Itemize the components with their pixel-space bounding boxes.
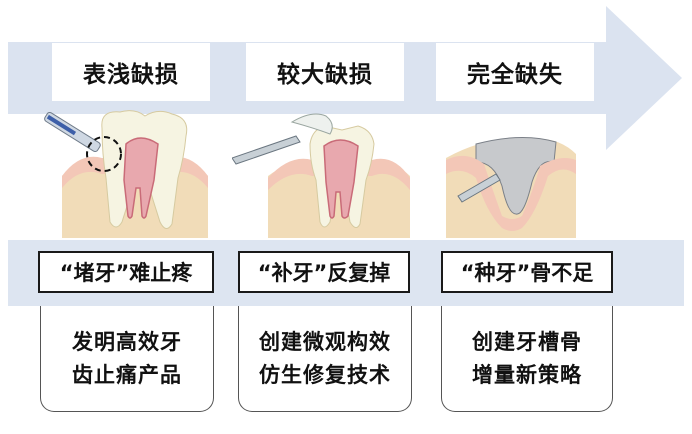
solution-1-line-2: 齿止痛产品 — [72, 362, 182, 387]
tooth-shallow-defect-illustration — [44, 110, 208, 238]
solution-box-1: 发明高效牙 齿止痛产品 — [40, 306, 214, 412]
stage-title-3: 完全缺失 — [436, 43, 594, 101]
solution-box-3: 创建牙槽骨 增量新策略 — [441, 306, 613, 412]
stage-title-1: 表浅缺损 — [52, 43, 210, 101]
solution-2-line-1: 创建微观构效 — [259, 329, 391, 354]
stage-title-2: 较大缺损 — [246, 43, 404, 101]
strategy-label-2: “补牙”反复掉 — [238, 251, 410, 293]
solution-1-line-1: 发明高效牙 — [72, 329, 182, 354]
tooth-large-defect-illustration — [232, 113, 410, 238]
solution-box-2: 创建微观构效 仿生修复技术 — [238, 306, 412, 412]
solution-3-line-2: 增量新策略 — [472, 362, 582, 387]
strategy-label-3: “种牙”骨不足 — [441, 251, 613, 293]
strategy-label-1: “堵牙”难止疼 — [38, 251, 214, 293]
solution-3-line-1: 创建牙槽骨 — [472, 329, 582, 354]
tooth-missing-implant-illustration — [446, 137, 576, 238]
solution-2-line-2: 仿生修复技术 — [259, 362, 391, 387]
